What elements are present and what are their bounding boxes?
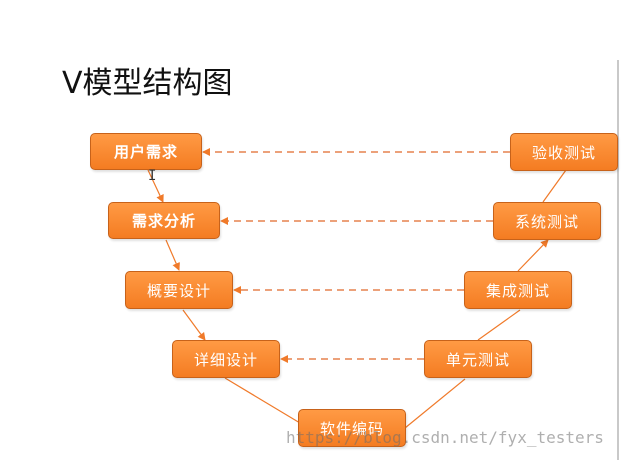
text-cursor-icon: I: [148, 168, 157, 184]
diagram-title: V模型结构图: [62, 66, 233, 101]
node-coding: 软件编码: [298, 409, 406, 447]
arrow-user-to-analysis: [147, 169, 164, 203]
node-outline-design: 概要设计: [125, 271, 233, 309]
node-acceptance-test: 验收测试: [510, 133, 618, 171]
node-requirement-analysis: 需求分析: [108, 202, 220, 239]
arrow-integration-to-system: [517, 239, 549, 272]
watermark-url: https://blog.csdn.net/fyx_testers: [286, 428, 604, 447]
node-user-requirements: 用户需求: [90, 133, 202, 170]
node-unit-test: 单元测试: [424, 340, 532, 378]
arrow-outline-to-detailed: [182, 309, 206, 341]
node-system-test: 系统测试: [493, 202, 601, 240]
window-edge: [617, 60, 619, 460]
arrow-analysis-to-outline: [165, 239, 180, 271]
node-integration-test: 集成测试: [464, 271, 572, 309]
line-detailed-to-coding: [224, 377, 301, 424]
node-detailed-design: 详细设计: [172, 340, 280, 378]
line-unit-to-integration: [477, 309, 521, 341]
line-system-to-acceptance: [542, 169, 567, 203]
line-coding-to-unit: [404, 378, 466, 429]
